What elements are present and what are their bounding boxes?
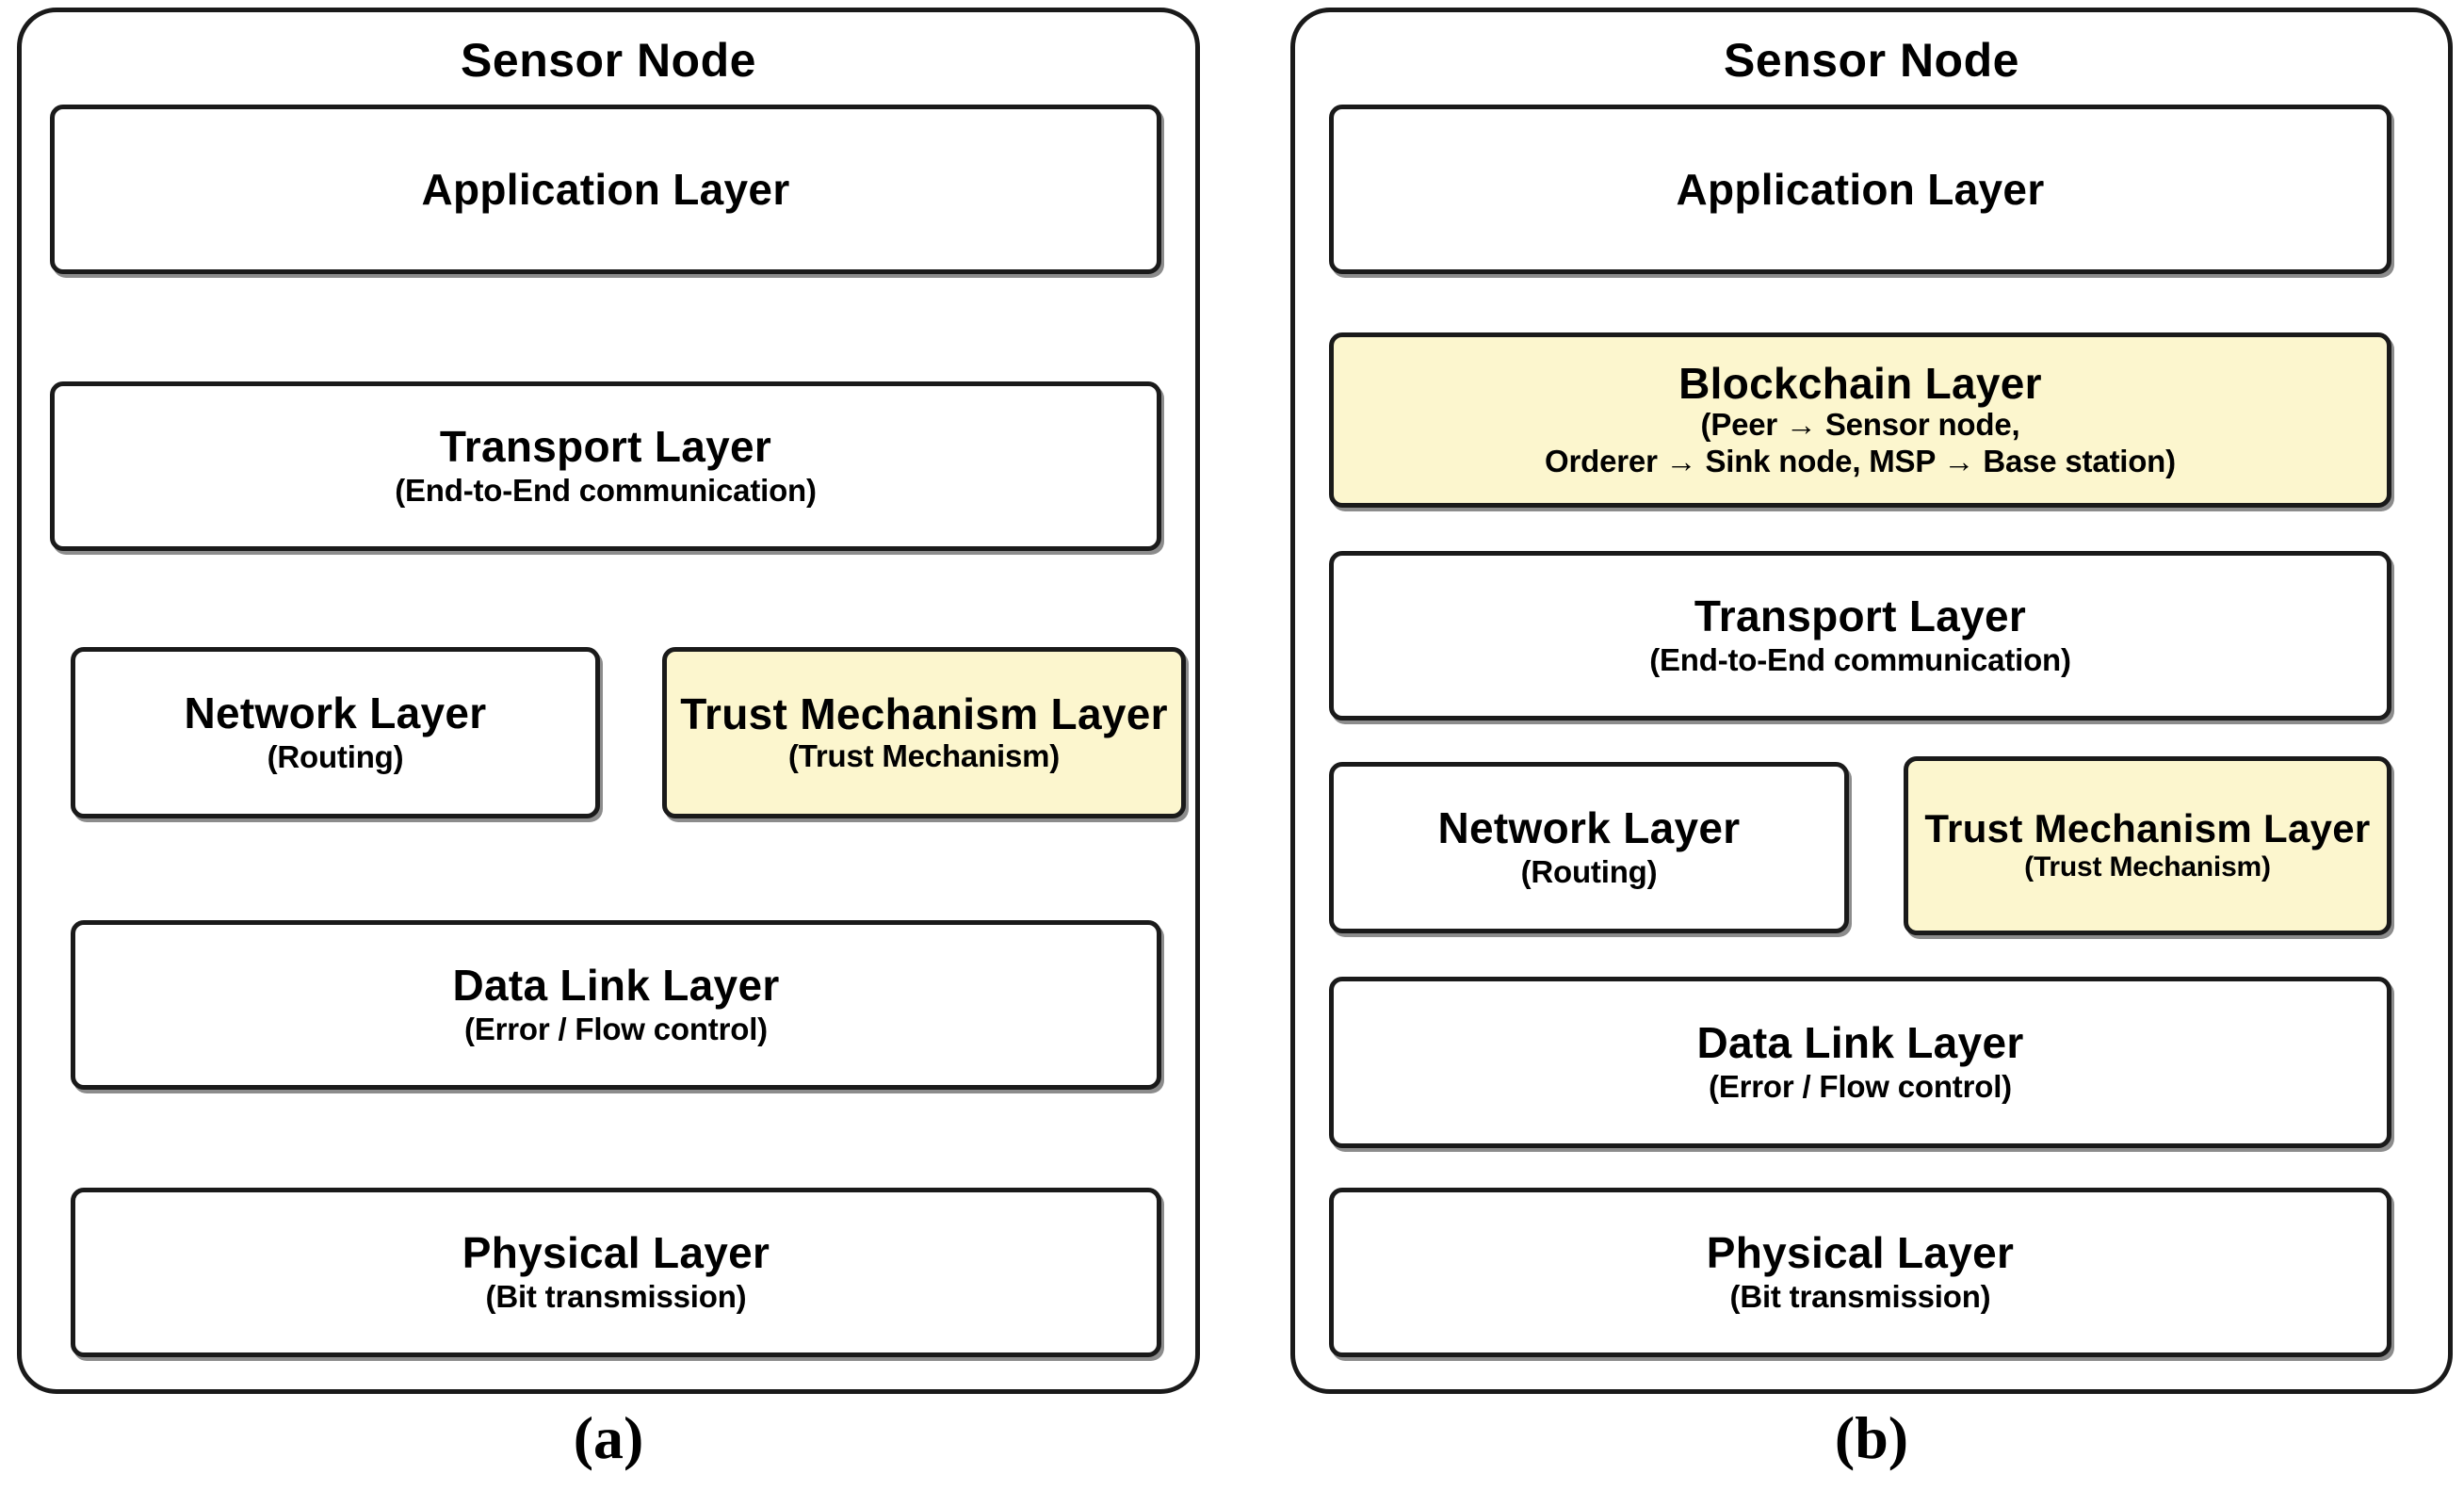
panel-b-layer-data-link: Data Link Layer (Error / Flow control) bbox=[1329, 977, 2391, 1148]
panel-a-layer-trust-mechanism: Trust Mechanism Layer (Trust Mechanism) bbox=[662, 647, 1186, 818]
sensor-node-panel-a: Sensor Node Application Layer Transport … bbox=[17, 8, 1200, 1394]
sensor-node-panel-b: Sensor Node Application Layer Blockchain… bbox=[1290, 8, 2453, 1394]
panel-b-layer-transport: Transport Layer (End-to-End communicatio… bbox=[1329, 551, 2391, 721]
panel-b-layer-network: Network Layer (Routing) bbox=[1329, 762, 1849, 933]
panel-a-layer-physical: Physical Layer (Bit transmission) bbox=[71, 1188, 1161, 1357]
panel-b-layer-data-link-title: Data Link Layer bbox=[1696, 1018, 2024, 1068]
panel-a-layer-transport-subtitle: (End-to-End communication) bbox=[395, 472, 817, 508]
panel-a-layer-data-link: Data Link Layer (Error / Flow control) bbox=[71, 920, 1161, 1090]
panel-b-layer-physical-subtitle: (Bit transmission) bbox=[1729, 1278, 1991, 1314]
panel-b-layer-application-title: Application Layer bbox=[1676, 164, 2045, 214]
panel-b-layer-trust-mechanism-subtitle: (Trust Mechanism) bbox=[2024, 851, 2271, 883]
panel-b-layer-transport-title: Transport Layer bbox=[1694, 591, 2027, 641]
panel-b-layer-data-link-subtitle: (Error / Flow control) bbox=[1709, 1068, 2012, 1104]
panel-b-caption: (b) bbox=[1834, 1404, 1909, 1471]
panel-a-layer-network-title: Network Layer bbox=[184, 688, 487, 738]
panel-b-layer-physical-title: Physical Layer bbox=[1706, 1228, 2015, 1278]
panel-b-layer-blockchain: Blockchain Layer (Peer → Sensor node, Or… bbox=[1329, 332, 2391, 508]
panel-a-layer-application-title: Application Layer bbox=[421, 164, 790, 214]
panel-b-layer-application: Application Layer bbox=[1329, 105, 2391, 274]
panel-a-layer-transport-title: Transport Layer bbox=[439, 422, 772, 472]
panel-a-layer-trust-mechanism-subtitle: (Trust Mechanism) bbox=[787, 737, 1061, 773]
panel-a-layer-trust-mechanism-title: Trust Mechanism Layer bbox=[680, 689, 1168, 739]
panel-a-layer-data-link-title: Data Link Layer bbox=[452, 961, 780, 1011]
panel-b-layer-blockchain-title: Blockchain Layer bbox=[1678, 358, 2042, 408]
panel-a-layer-physical-title: Physical Layer bbox=[462, 1228, 770, 1278]
panel-b-layer-network-title: Network Layer bbox=[1437, 803, 1741, 853]
panel-b-layer-physical: Physical Layer (Bit transmission) bbox=[1329, 1188, 2391, 1357]
panel-a-caption: (a) bbox=[573, 1404, 644, 1471]
panel-a-layer-data-link-subtitle: (Error / Flow control) bbox=[464, 1011, 768, 1046]
panel-a-layer-physical-subtitle: (Bit transmission) bbox=[485, 1278, 747, 1314]
panel-a-layer-application: Application Layer bbox=[50, 105, 1161, 274]
panel-a-layer-network: Network Layer (Routing) bbox=[71, 647, 600, 818]
panel-b-layer-trust-mechanism: Trust Mechanism Layer (Trust Mechanism) bbox=[1904, 756, 2391, 935]
panel-b-layer-blockchain-subtitle: (Peer → Sensor node, bbox=[1700, 407, 2020, 443]
panel-b-layer-transport-subtitle: (End-to-End communication) bbox=[1649, 641, 2071, 677]
panel-b-layer-blockchain-subtitle-2: Orderer → Sink node, MSP → Base station) bbox=[1545, 444, 2176, 479]
panel-b-layer-trust-mechanism-title: Trust Mechanism Layer bbox=[1924, 805, 2371, 850]
panel-a-layer-network-subtitle: (Routing) bbox=[267, 738, 404, 774]
panel-b-layer-network-subtitle: (Routing) bbox=[1520, 853, 1658, 889]
panel-a-title: Sensor Node bbox=[461, 34, 756, 87]
panel-a-layer-transport: Transport Layer (End-to-End communicatio… bbox=[50, 381, 1161, 551]
panel-b-title: Sensor Node bbox=[1724, 34, 2019, 87]
